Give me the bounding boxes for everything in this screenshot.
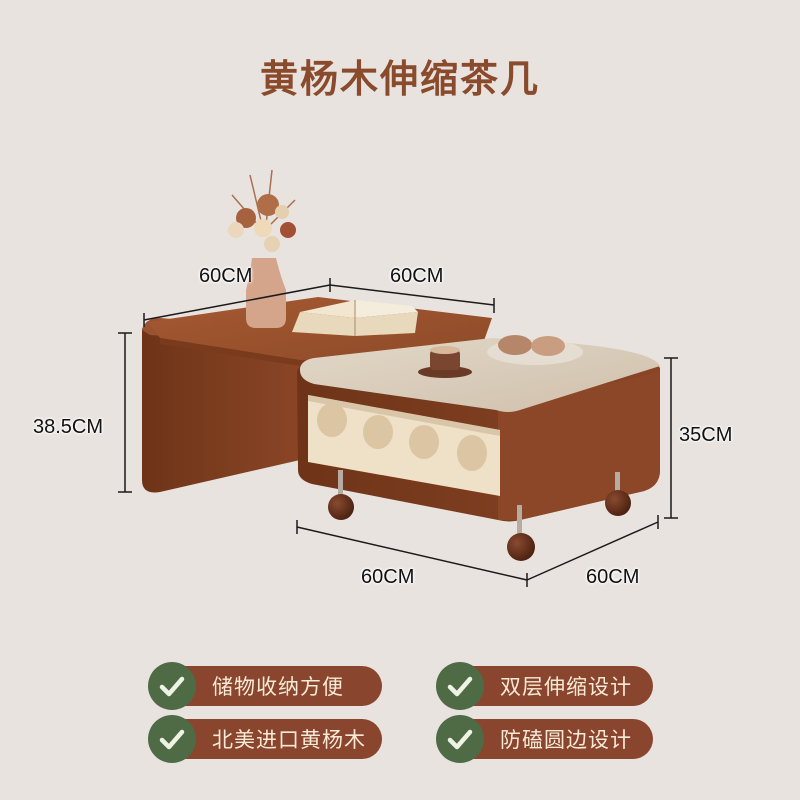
feature-label: 储物收纳方便 [212, 675, 344, 699]
dimension-right-height: 35CM [679, 424, 733, 446]
feature-label: 双层伸缩设计 [500, 675, 632, 699]
check-icon [148, 715, 196, 763]
check-icon [148, 662, 196, 710]
feature-label: 防磕圆边设计 [500, 728, 632, 752]
page-title: 黄杨木伸缩茶几 [259, 57, 540, 101]
product-illustration: 60CM 60CM 38.5CM 35CM 60CM 60CM [33, 169, 733, 588]
dimension-top-left-width: 60CM [199, 265, 253, 287]
dimension-left-height: 38.5CM [33, 416, 104, 438]
book [292, 300, 418, 336]
feature-badge-storage: 储物收纳方便 [148, 662, 382, 710]
dimension-bottom-depth: 60CM [586, 566, 640, 588]
dimension-top-right-width: 60CM [390, 265, 444, 287]
vase [228, 169, 296, 328]
feature-label: 北美进口黄杨木 [212, 728, 366, 752]
right-table [297, 335, 660, 561]
feature-badge-rounded-edge: 防磕圆边设计 [436, 715, 653, 763]
feature-badge-telescopic: 双层伸缩设计 [436, 662, 653, 710]
check-icon [436, 662, 484, 710]
feature-badge-boxwood: 北美进口黄杨木 [148, 715, 382, 763]
check-icon [436, 715, 484, 763]
dimension-bottom-length: 60CM [361, 566, 415, 588]
dimension-lines [118, 278, 678, 587]
